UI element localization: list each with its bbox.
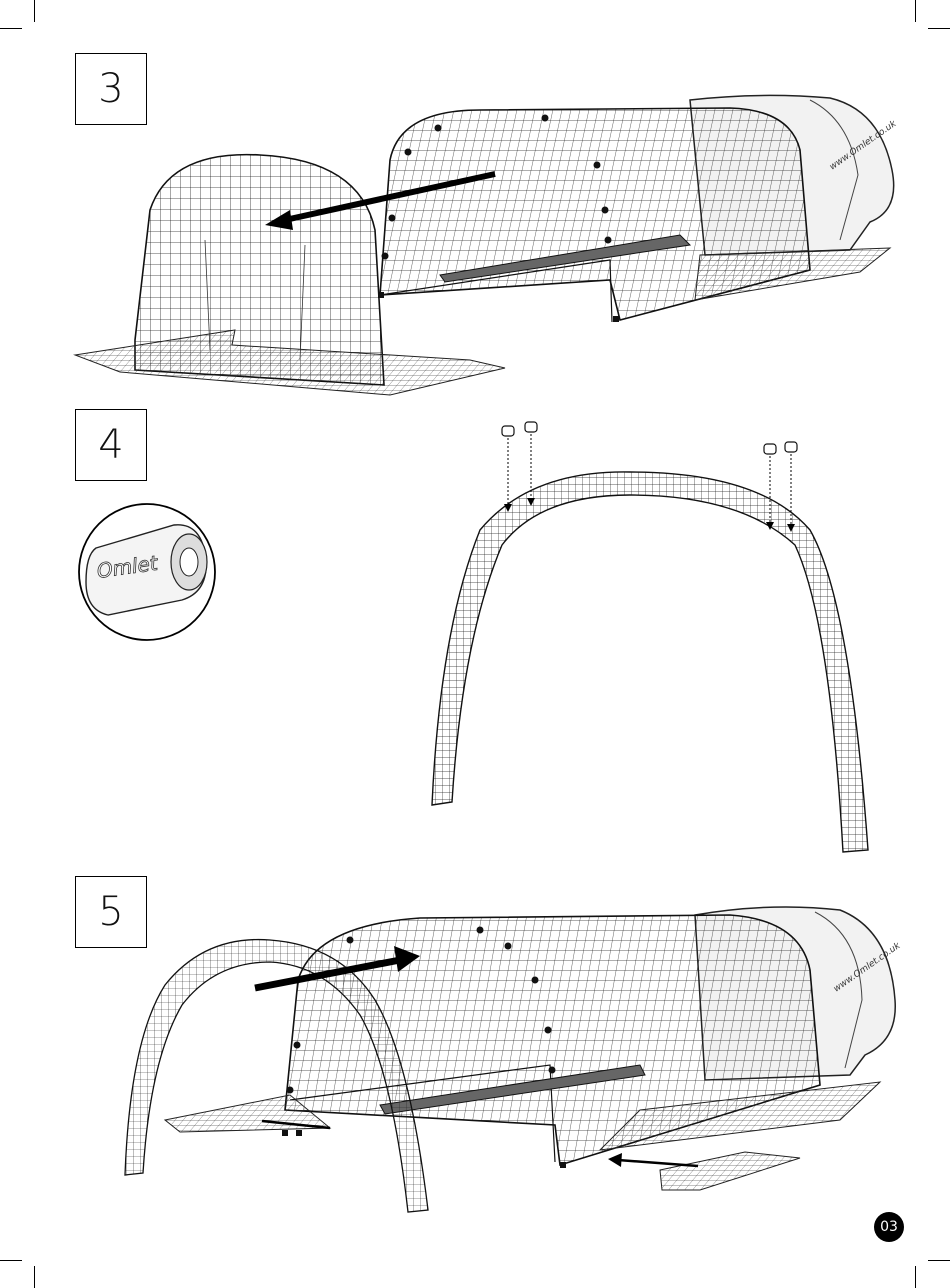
crop-mark	[0, 1260, 22, 1261]
step-3-illustration: www.Omlet.co.uk	[0, 0, 950, 400]
step-4-clip-detail: Omlet	[74, 500, 224, 650]
crop-mark	[928, 1260, 950, 1261]
step-5-illustration: www.Omlet.co.uk	[0, 890, 950, 1220]
floor-skirt	[695, 248, 890, 300]
direction-arrow	[608, 1153, 698, 1167]
page-number: 03	[874, 1212, 904, 1242]
step-4-number: 4	[75, 409, 147, 481]
crop-mark	[915, 1266, 916, 1288]
crop-mark	[34, 1266, 35, 1288]
clip-icon	[502, 422, 797, 454]
floor-skirt	[660, 1152, 800, 1190]
step-4-illustration	[400, 400, 900, 870]
mesh-hoop	[432, 472, 868, 852]
